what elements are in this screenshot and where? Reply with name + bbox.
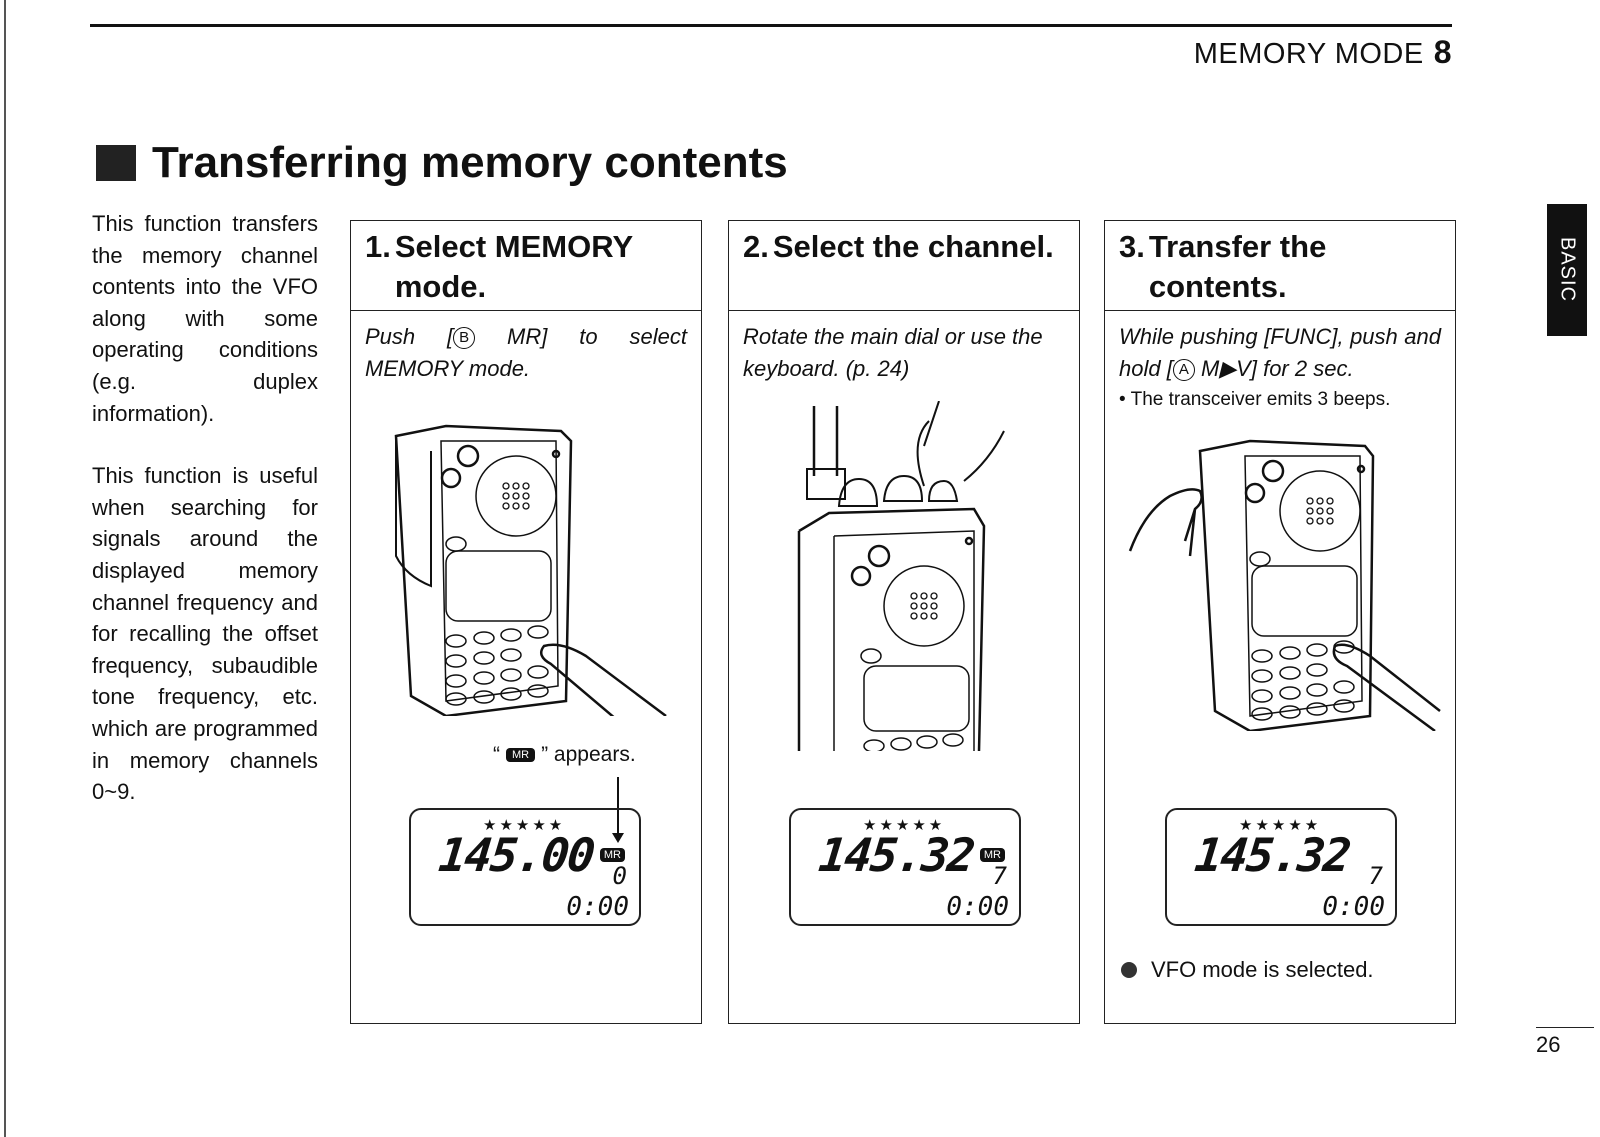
page-number: 26	[1536, 1032, 1561, 1057]
lcd-frequency: 145.00	[436, 828, 597, 882]
lcd-mr-indicator: MR	[599, 848, 625, 862]
transceiver-two-hands-illustration	[1128, 439, 1441, 731]
lcd-frequency: 145.32	[1192, 828, 1353, 882]
result-note: VFO mode is selected.	[1121, 957, 1374, 983]
step-3-panel: 3. Transfer the contents. While pushing …	[1104, 220, 1456, 1024]
signal-stars: ★★★★★	[483, 817, 566, 834]
lcd-channel: 7	[1368, 862, 1383, 890]
side-tab-label: BASIC	[1556, 237, 1579, 303]
step-1-heading: 1. Select MEMORY mode.	[351, 221, 701, 311]
instruction-text: While pushing [FUNC], push and hold [	[1119, 324, 1441, 381]
transceiver-keypad-illustration	[394, 424, 667, 716]
mr-badge-icon: MR	[506, 748, 536, 762]
step-2-panel: 2. Select the channel. Rotate the main d…	[728, 220, 1080, 1024]
bullet-dot-icon	[1121, 962, 1137, 978]
transceiver-dial-illustration	[797, 401, 1005, 751]
lcd-time: 0:00	[1322, 892, 1385, 922]
page-edge	[4, 0, 6, 1137]
header-rule	[90, 24, 1452, 27]
lcd-frequency: 145.32	[816, 828, 977, 882]
intro-paragraph: This function is useful when searching f…	[92, 463, 318, 805]
instruction-text: Push [	[365, 324, 454, 349]
mr-appears-callout: “ MR ” appears.	[493, 743, 636, 767]
step-1-panel: 1. Select MEMORY mode. Push [B MR] to se…	[350, 220, 702, 1024]
lcd-display: ★★★★★ 145.32 7 0:00	[1165, 808, 1397, 926]
callout-text: ” appears.	[541, 743, 636, 766]
step-title: Select the channel.	[772, 229, 1054, 264]
signal-stars: ★★★★★	[1239, 817, 1322, 834]
circled-b-key-icon: B	[453, 327, 476, 349]
step-3-instruction: While pushing [FUNC], push and hold [A M…	[1105, 311, 1455, 413]
step-title: Select MEMORY mode.	[394, 229, 633, 304]
lcd-mr-indicator: MR	[979, 848, 1005, 862]
running-header: MEMORY MODE 8	[1194, 34, 1452, 71]
step-3-heading: 3. Transfer the contents.	[1105, 221, 1455, 311]
lcd-channel: 0	[612, 862, 627, 890]
signal-stars: ★★★★★	[863, 817, 946, 834]
lcd-channel: 7	[992, 862, 1007, 890]
lcd-display: ★★★★★ 145.32 MR 7 0:00	[789, 808, 1021, 926]
step-number: 2.	[743, 229, 769, 264]
chapter-number: 8	[1433, 34, 1452, 70]
step-2-instruction: Rotate the main dial or use the keyboard…	[743, 324, 1043, 381]
running-title: MEMORY MODE	[1193, 38, 1424, 70]
instruction-text: MR] to select MEMORY mode.	[365, 324, 687, 381]
circled-a-key-icon: A	[1172, 359, 1195, 381]
step-title: Transfer the contents.	[1148, 229, 1327, 304]
square-bullet-icon	[96, 145, 136, 181]
step-2-heading: 2. Select the channel.	[729, 221, 1079, 311]
quote-open: “	[493, 743, 500, 766]
step-number: 3.	[1119, 229, 1145, 264]
intro-paragraph: This function transfers the memory chann…	[92, 211, 318, 426]
lcd-time: 0:00	[566, 892, 629, 922]
step-number: 1.	[365, 229, 391, 264]
step-1-instruction: Push [B MR] to select MEMORY mode.	[351, 311, 701, 385]
intro-text: This function transfers the memory chann…	[92, 208, 318, 839]
page-number-rule	[1536, 1027, 1594, 1028]
instruction-text: M▶V] for 2 sec.	[1194, 356, 1354, 381]
side-tab-basic[interactable]: BASIC	[1547, 204, 1587, 336]
section-title: Transferring memory contents	[96, 138, 788, 188]
lcd-time: 0:00	[946, 892, 1009, 922]
result-text: VFO mode is selected.	[1151, 957, 1374, 982]
section-title-text: Transferring memory contents	[152, 138, 788, 187]
down-arrow-icon	[612, 777, 624, 843]
beep-note: • The transceiver emits 3 beeps.	[1119, 389, 1391, 410]
lcd-display: ★★★★★ 145.00 MR 0 0:00	[409, 808, 641, 926]
